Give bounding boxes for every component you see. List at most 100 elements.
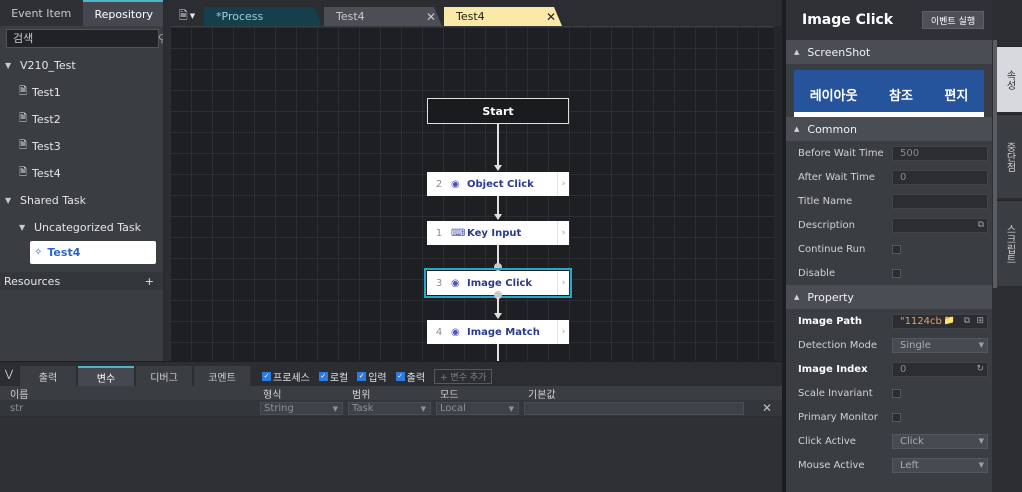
variables-table-header: 이름 형식 범위 모드 기본값 (0, 386, 782, 401)
description-input[interactable]: ⧉ (892, 217, 988, 233)
file-menu-button[interactable]: 🗎 ▼ (170, 6, 204, 26)
side-tab-breakpoints[interactable]: 중단점 (997, 114, 1022, 198)
left-splitter[interactable] (163, 0, 166, 361)
tree-item-test2[interactable]: 🗎 Test2 (0, 106, 165, 133)
section-label: Common (807, 122, 857, 136)
primary-monitor-checkbox[interactable] (892, 412, 901, 422)
title-name-input[interactable] (892, 193, 988, 209)
tree-folder-uncategorized-task[interactable]: ▼ Uncategorized Task (0, 214, 165, 241)
section-common[interactable]: ▲ Common (786, 117, 992, 141)
scale-invariant-checkbox[interactable] (892, 388, 901, 398)
properties-scrollbar[interactable] (992, 40, 999, 492)
chevron-right-icon[interactable]: › (557, 172, 569, 196)
crop-icon[interactable]: ⊞ (976, 316, 984, 326)
resources-header[interactable]: Resources + (0, 272, 166, 290)
delete-variable-icon[interactable]: ✕ (761, 401, 772, 415)
flow-start-node[interactable]: Start (427, 98, 569, 124)
mouse-active-select[interactable]: Left ▼ (892, 457, 988, 473)
collapse-panel-icon[interactable]: ⋁ (4, 368, 14, 380)
refresh-icon[interactable]: ↻ (976, 364, 984, 374)
scrollbar-thumb[interactable] (993, 40, 998, 288)
tab-output[interactable]: 출력 (20, 366, 76, 386)
prop-label: Detection Mode (798, 339, 878, 351)
click-active-select[interactable]: Click ▼ (892, 433, 988, 449)
editor-tab-test4-a[interactable]: Test4 ✕ (324, 7, 442, 26)
scope-select[interactable]: Task ▼ (348, 402, 431, 415)
after-wait-time-input[interactable]: 0 (892, 169, 988, 185)
collapse-caret-icon[interactable]: ▲ (794, 125, 800, 133)
tree-folder-v210-test[interactable]: ▼ V210_Test (0, 52, 165, 79)
prop-detection-mode: Detection Mode Single ▼ (786, 333, 992, 357)
image-path-input[interactable]: "1124cb 📁 ⧉ ⊞ (892, 313, 988, 329)
filter-label: 프로세스 (273, 372, 310, 384)
filter-input[interactable]: ✓ 입력 (357, 369, 387, 384)
tree-item-test1[interactable]: 🗎 Test1 (0, 79, 165, 106)
add-resource-icon[interactable]: + (144, 274, 154, 288)
flow-node-key-input[interactable]: 1 ⌨ Key Input › (427, 221, 569, 245)
close-icon[interactable]: ✕ (425, 9, 436, 24)
search-icon[interactable]: ⚲ (158, 32, 166, 45)
prop-label: Mouse Active (798, 459, 865, 471)
detection-mode-select[interactable]: Single ▼ (892, 337, 988, 353)
checkbox-checked-icon[interactable]: ✓ (357, 371, 367, 381)
section-screenshot[interactable]: ▲ ScreenShot (786, 40, 992, 64)
variable-name[interactable]: str (10, 403, 24, 414)
right-splitter[interactable] (782, 0, 786, 492)
table-row[interactable]: str String ▼ Task ▼ Local ▼ ✕ (0, 400, 782, 417)
filter-local[interactable]: ✓ 로컬 (318, 369, 348, 384)
run-event-button[interactable]: 이벤트 실행 (922, 11, 984, 29)
chevron-right-icon[interactable]: › (557, 271, 569, 295)
checkbox-checked-icon[interactable]: ✓ (318, 371, 328, 381)
filter-output[interactable]: ✓ 출력 (395, 369, 425, 384)
tab-event-item[interactable]: Event Item (11, 6, 72, 20)
repository-search-input[interactable] (13, 32, 158, 45)
tab-debug[interactable]: 디버그 (136, 366, 192, 386)
tab-variables[interactable]: 변수 (78, 366, 134, 386)
checkbox-checked-icon[interactable]: ✓ (395, 371, 405, 381)
tree-item-task-test4[interactable]: ✧ Test4 (30, 241, 156, 264)
bottom-tabs: ⋁ 출력 변수 디버그 코멘트 ✓ 프로세스 ✓ 로컬 ✓ 입력 ✓ 출력 + … (0, 362, 782, 386)
collapse-caret-icon[interactable]: ▲ (794, 48, 800, 56)
flow-node-object-click[interactable]: 2 ◉ Object Click › (427, 172, 569, 196)
flow-node-image-match[interactable]: 4 ◉ Image Match › (427, 320, 569, 344)
chevron-right-icon[interactable]: › (557, 320, 569, 344)
chevron-right-icon[interactable]: › (557, 221, 569, 245)
default-value-input[interactable] (524, 402, 744, 415)
section-property[interactable]: ▲ Property (786, 285, 992, 309)
type-select[interactable]: String ▼ (260, 402, 343, 415)
add-variable-button[interactable]: + 변수 추가 (434, 368, 493, 384)
disable-checkbox[interactable] (892, 268, 901, 278)
bottom-panel: ⋁ 출력 변수 디버그 코멘트 ✓ 프로세스 ✓ 로컬 ✓ 입력 ✓ 출력 + … (0, 361, 782, 492)
folder-icon[interactable]: 📁 (943, 316, 955, 326)
flow-connector (497, 344, 499, 362)
expand-caret-icon[interactable]: ▼ (5, 61, 12, 70)
side-tab-properties[interactable]: 속성 (997, 46, 1022, 112)
collapse-caret-icon[interactable]: ▲ (794, 293, 800, 301)
expand-caret-icon[interactable]: ▼ (19, 223, 26, 232)
image-index-input[interactable]: 0 ↻ (892, 361, 988, 377)
continue-run-checkbox[interactable] (892, 244, 901, 254)
connector-handle[interactable] (494, 263, 502, 271)
checkbox-checked-icon[interactable]: ✓ (262, 371, 271, 381)
external-link-icon[interactable]: ⧉ (977, 220, 984, 230)
close-icon[interactable]: ✕ (545, 9, 556, 24)
screenshot-image[interactable]: 레이아웃 참조 편지 (794, 70, 984, 117)
editor-tab-test4-b[interactable]: Test4 ✕ (444, 7, 562, 26)
before-wait-time-input[interactable]: 500 (892, 145, 988, 161)
canvas-scrollbar[interactable] (774, 26, 782, 361)
external-link-icon[interactable]: ⧉ (963, 316, 970, 326)
prop-disable: Disable (786, 261, 992, 285)
editor-tab-process[interactable]: *Process (204, 7, 322, 26)
tab-comment[interactable]: 코멘트 (194, 366, 250, 386)
tab-repository[interactable]: Repository (82, 0, 165, 26)
filter-process[interactable]: ✓ 프로세스 (262, 369, 310, 384)
connector-handle[interactable] (494, 291, 502, 299)
mouse-active-value: Left (900, 459, 919, 471)
flow-canvas[interactable]: Start 2 ◉ Object Click › 1 ⌨ Key Input ›… (170, 26, 782, 362)
side-tab-script[interactable]: 스크립트 (997, 200, 1022, 286)
tree-item-test3[interactable]: 🗎 Test3 (0, 133, 165, 160)
mode-select[interactable]: Local ▼ (436, 402, 519, 415)
tree-item-test4[interactable]: 🗎 Test4 (0, 160, 165, 187)
expand-caret-icon[interactable]: ▼ (5, 196, 12, 205)
tree-folder-shared-task[interactable]: ▼ Shared Task (0, 187, 165, 214)
